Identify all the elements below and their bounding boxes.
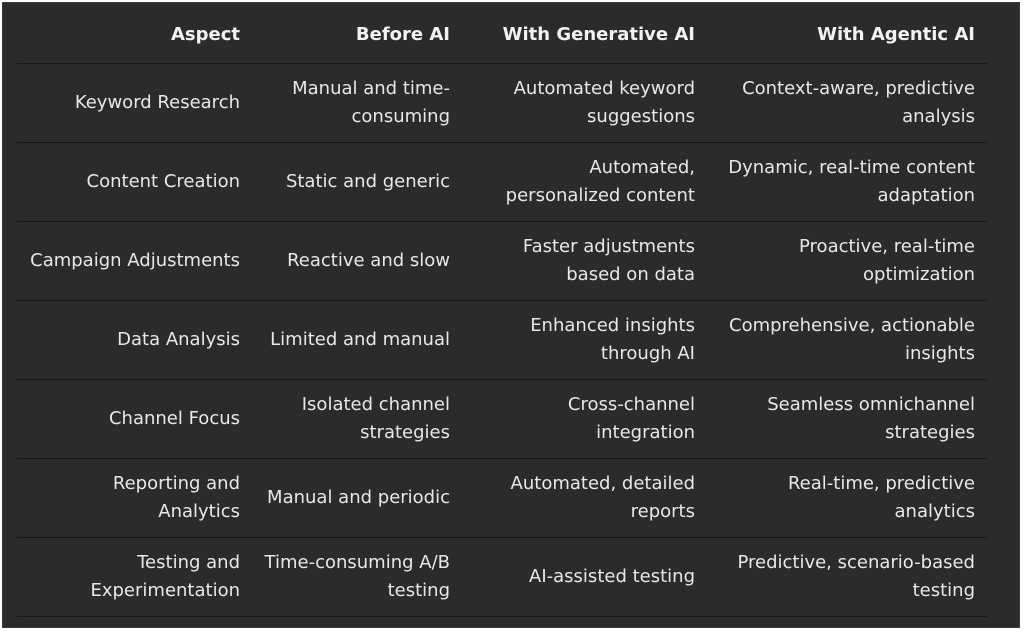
cell-agentic-ai: Seamless omnichannel strategies: [707, 379, 987, 459]
table-row: Campaign Adjustments Reactive and slow F…: [17, 221, 987, 301]
cell-before-ai: Time-consuming A/B testing: [252, 537, 462, 617]
header-before-ai: Before AI: [252, 6, 462, 64]
cell-generative-ai: Automated keyword suggestions: [462, 63, 707, 143]
cell-aspect: Testing and Experimentation: [17, 537, 252, 617]
cell-generative-ai: Cross-channel integration: [462, 379, 707, 459]
cell-before-ai: Limited and manual: [252, 300, 462, 380]
cell-before-ai: Manual and time-consuming: [252, 63, 462, 143]
cell-aspect: Channel Focus: [17, 379, 252, 459]
cell-agentic-ai: Context-aware, predictive analysis: [707, 63, 987, 143]
table-row: Data Analysis Limited and manual Enhance…: [17, 300, 987, 380]
cell-aspect: Data Analysis: [17, 300, 252, 380]
cell-before-ai: Reactive and slow: [252, 221, 462, 301]
cell-before-ai: Isolated channel strategies: [252, 379, 462, 459]
cell-generative-ai: AI-assisted testing: [462, 537, 707, 617]
table-row: Channel Focus Isolated channel strategie…: [17, 379, 987, 459]
cell-before-ai: Static and generic: [252, 142, 462, 222]
table-row: Testing and Experimentation Time-consumi…: [17, 537, 987, 617]
cell-aspect: Reporting and Analytics: [17, 458, 252, 538]
cell-agentic-ai: Proactive, real-time optimization: [707, 221, 987, 301]
cell-aspect: Keyword Research: [17, 63, 252, 143]
header-with-generative-ai: With Generative AI: [462, 6, 707, 64]
header-with-agentic-ai: With Agentic AI: [707, 6, 987, 64]
cell-agentic-ai: Real-time, predictive analytics: [707, 458, 987, 538]
cell-generative-ai: Automated, personalized content: [462, 142, 707, 222]
header-aspect: Aspect: [17, 6, 252, 64]
cell-aspect: Content Creation: [17, 142, 252, 222]
cell-before-ai: Manual and periodic: [252, 458, 462, 538]
comparison-table: Aspect Before AI With Generative AI With…: [17, 6, 987, 617]
cell-aspect: Campaign Adjustments: [17, 221, 252, 301]
table-row: Content Creation Static and generic Auto…: [17, 142, 987, 222]
cell-generative-ai: Faster adjustments based on data: [462, 221, 707, 301]
cell-agentic-ai: Dynamic, real-time content adaptation: [707, 142, 987, 222]
cell-generative-ai: Automated, detailed reports: [462, 458, 707, 538]
cell-generative-ai: Enhanced insights through AI: [462, 300, 707, 380]
table-row: Reporting and Analytics Manual and perio…: [17, 458, 987, 538]
table-row: Keyword Research Manual and time-consumi…: [17, 63, 987, 143]
cell-agentic-ai: Comprehensive, actionable insights: [707, 300, 987, 380]
cell-agentic-ai: Predictive, scenario-based testing: [707, 537, 987, 617]
table-header-row: Aspect Before AI With Generative AI With…: [17, 6, 987, 64]
